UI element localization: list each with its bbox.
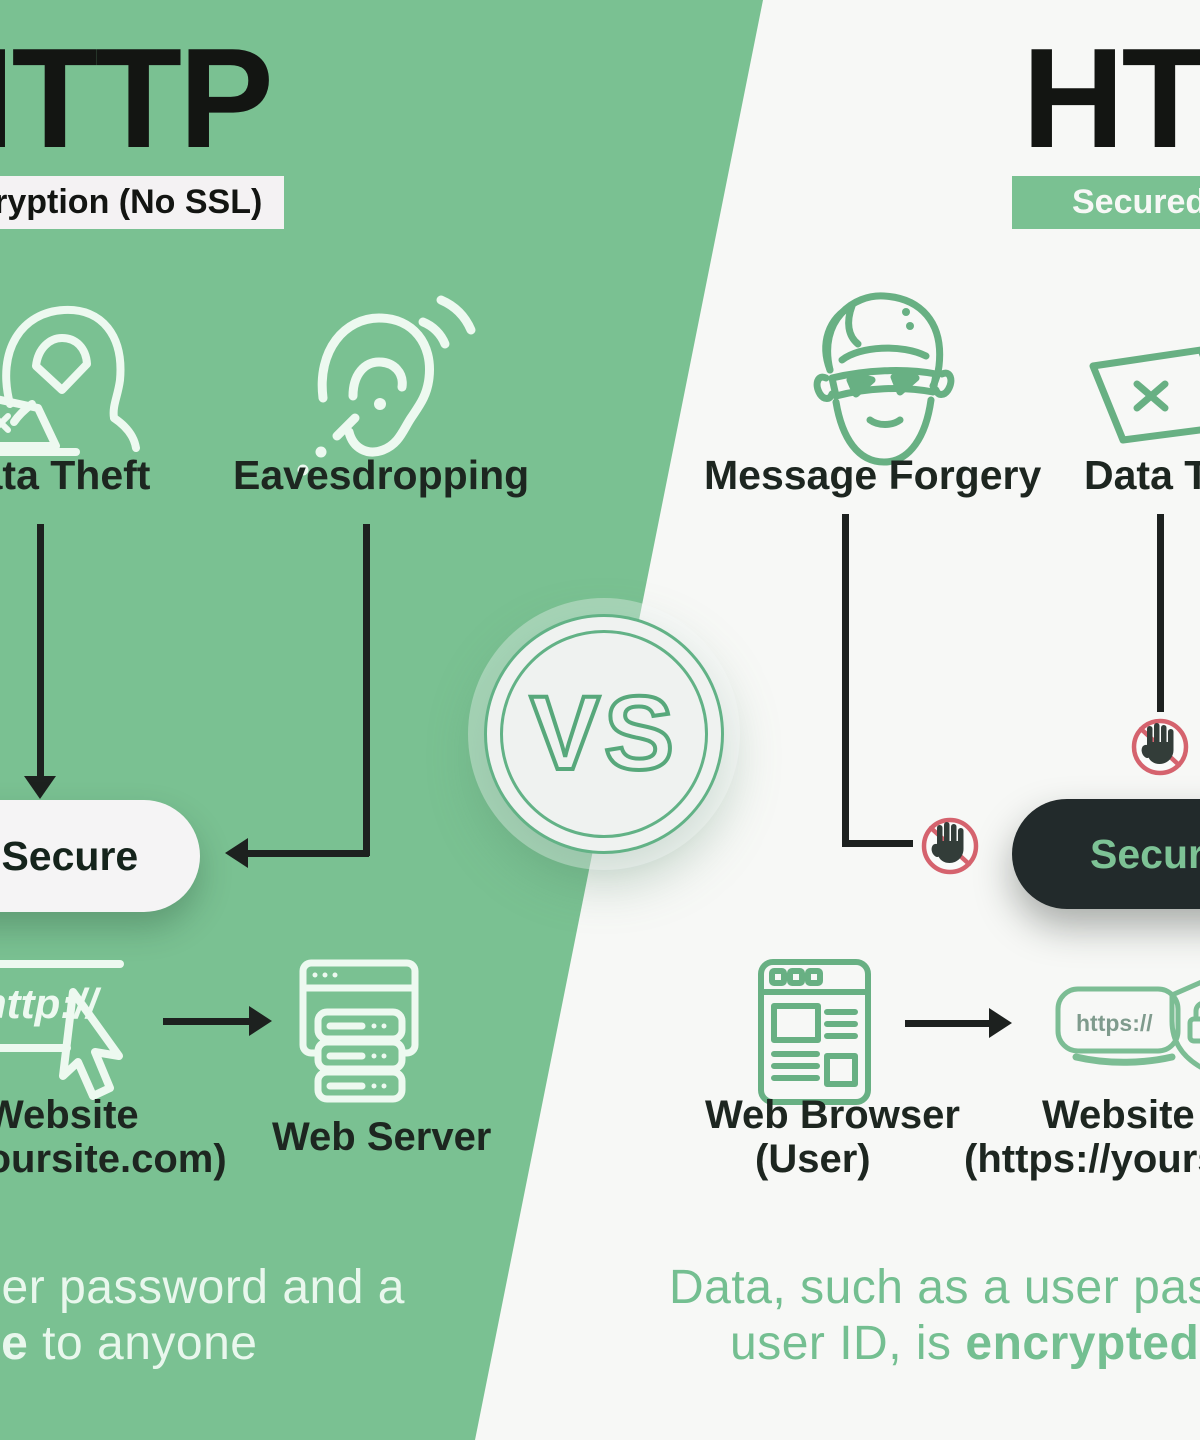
https-caption-line2: user ID, is encrypted [730, 1320, 1199, 1368]
web-server-icon [299, 959, 419, 1103]
https-caption-line2-pre: user ID, is [730, 1317, 966, 1370]
http-subtitle-badge: No Encryption (No SSL) [0, 176, 285, 230]
https-subtitle-badge: Secured by SSL [1012, 176, 1200, 230]
left-flow-arrow-line [163, 1018, 251, 1025]
eavesdropping-ear-icon [297, 295, 476, 476]
web-browser-label-line2: (User) [755, 1137, 871, 1181]
http-url-text: http:// [0, 980, 102, 1027]
laptop-x-hacker-icon [1089, 346, 1200, 444]
http-caption-line1: Data, such as a user password and a [0, 1261, 405, 1314]
not-secure-label: Not Secure [0, 832, 139, 879]
masked-face-icon [813, 292, 955, 466]
https-title: HTTPS [1022, 19, 1200, 178]
http-caption-line2: user ID, is visible to anyone [0, 1320, 258, 1368]
eavesdropping-label: Eavesdropping [233, 452, 530, 498]
data-theft-arrowhead [24, 776, 56, 799]
http-caption-line2-bold: visible [0, 1317, 29, 1370]
right-flow-arrowhead [989, 1008, 1012, 1038]
web-server-label: Web Server [272, 1115, 492, 1159]
eavesdropping-arrow-hline [247, 850, 369, 857]
https-caption-line2-bold: encrypted [965, 1317, 1200, 1370]
stop-hand-icon [1131, 718, 1189, 776]
hooded-hacker-laptop-icon [0, 305, 140, 456]
data-theft-arrow-vline [1157, 514, 1164, 712]
message-forgery-label: Message Forgery [704, 452, 1042, 498]
left-flow-arrowhead [249, 1006, 272, 1036]
vs-badge: VS [484, 614, 724, 854]
secured-label: Secured [1090, 830, 1200, 877]
stop-hand-icon [921, 817, 979, 875]
http-title: HTTP [0, 19, 274, 178]
https-url-text: https:// [1076, 1010, 1153, 1036]
right-flow-arrow-line [905, 1020, 991, 1027]
data-theft-label: Data Theft [0, 452, 151, 498]
http-url-cursor-icon: http:// [0, 960, 124, 1100]
eavesdropping-arrow-vline [363, 524, 370, 856]
message-forgery-arrow-vline [842, 514, 849, 847]
https-shield-lock-icon: https:// [1055, 980, 1200, 1070]
http-caption-line2-post: to anyone [28, 1317, 258, 1370]
https-caption-line1: Data, such as a user password and a [669, 1261, 1200, 1314]
web-browser-label-line1: Web Browser [705, 1093, 960, 1137]
message-forgery-arrow-hline [845, 840, 913, 847]
browser-window-icon [758, 959, 871, 1105]
vs-text: VS [528, 673, 679, 794]
secured-pill: Secured [1012, 799, 1200, 909]
data-theft-arrow-line [37, 524, 44, 776]
https-website-label-line1: Website [1042, 1093, 1195, 1137]
https-website-label-line2: (https://yoursite.com) [964, 1137, 1200, 1181]
website-label-line1: Website [0, 1093, 139, 1137]
not-secure-pill: Not Secure [0, 800, 200, 912]
eavesdropping-arrowhead [225, 838, 248, 868]
data-theft-right-label: Data Theft [1084, 452, 1200, 498]
website-label-line2: (http://yoursite.com) [0, 1137, 227, 1181]
